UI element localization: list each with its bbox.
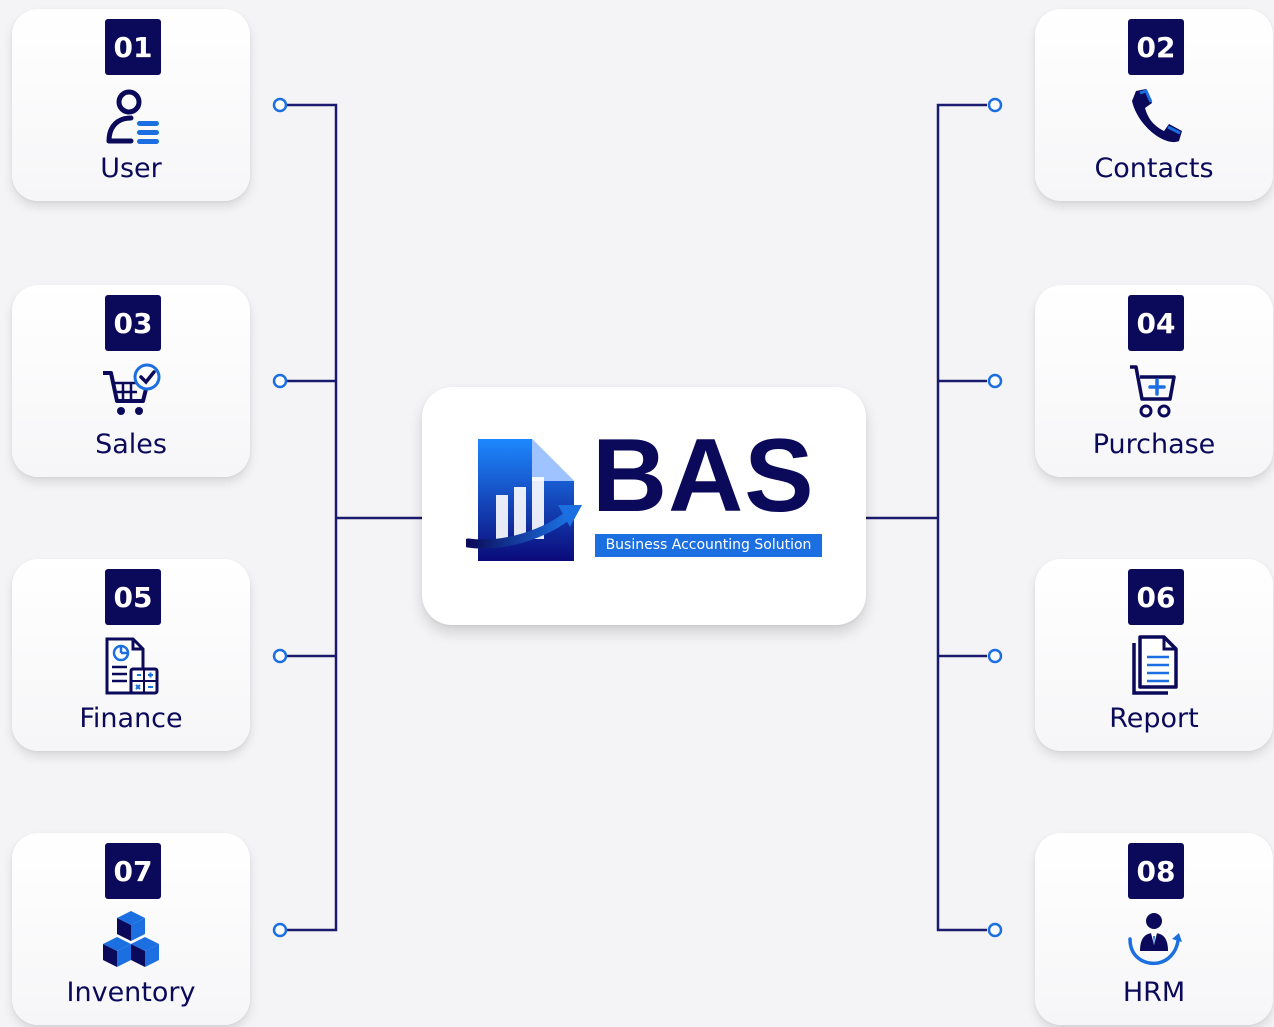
module-card-contacts[interactable]: 02 Contacts [1035, 9, 1273, 201]
module-number: 06 [1128, 569, 1184, 625]
module-label: HRM [1122, 977, 1186, 1008]
finance-calculator-icon [101, 635, 161, 697]
module-card-inventory[interactable]: 07 Inventory [12, 833, 250, 1025]
bas-logo-card: BAS Business Accounting Solution [422, 387, 866, 625]
module-card-hrm[interactable]: 08 HRM [1035, 833, 1273, 1025]
module-number: 08 [1128, 843, 1184, 899]
module-label: User [100, 153, 162, 184]
module-card-finance[interactable]: 05 Finance [12, 559, 250, 751]
module-label: Purchase [1092, 429, 1216, 460]
module-number: 03 [105, 295, 161, 351]
boxes-icon [101, 909, 161, 971]
module-number: 07 [105, 843, 161, 899]
module-number: 02 [1128, 19, 1184, 75]
module-label: Sales [95, 429, 167, 460]
module-label: Contacts [1094, 153, 1214, 184]
bas-chart-logo-icon [466, 439, 582, 561]
module-number: 04 [1128, 295, 1184, 351]
module-card-sales[interactable]: 03 Sales [12, 285, 250, 477]
module-label: Finance [79, 703, 183, 734]
module-label: Report [1109, 703, 1199, 734]
module-label: Inventory [66, 977, 196, 1008]
hrm-person-icon [1124, 909, 1184, 971]
module-card-purchase[interactable]: 04 Purchase [1035, 285, 1273, 477]
brand-tagline: Business Accounting Solution [595, 534, 822, 557]
report-document-icon [1124, 635, 1184, 697]
module-card-report[interactable]: 06 Report [1035, 559, 1273, 751]
brand-name: BAS [592, 418, 815, 534]
user-list-icon [101, 85, 161, 147]
phone-icon [1124, 85, 1184, 147]
module-number: 05 [105, 569, 161, 625]
module-number: 01 [105, 19, 161, 75]
cart-check-icon [101, 361, 161, 423]
cart-plus-icon [1124, 361, 1184, 423]
module-card-user[interactable]: 01 User [12, 9, 250, 201]
